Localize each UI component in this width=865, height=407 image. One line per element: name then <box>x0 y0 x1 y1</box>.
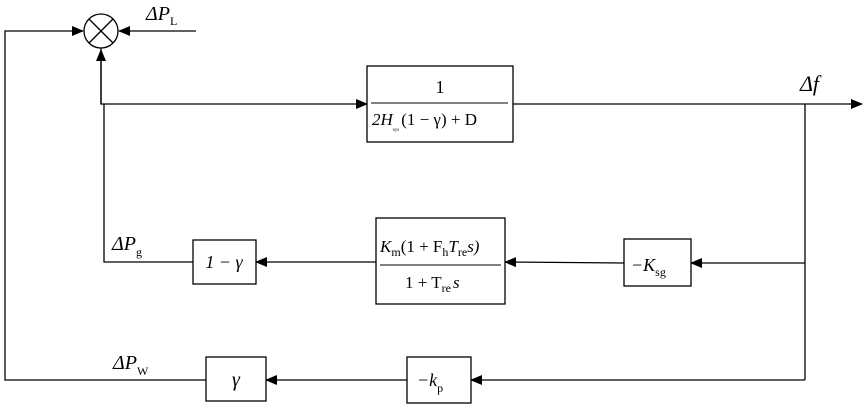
thermal-share-block <box>192 239 257 285</box>
wind-share-label: γ <box>232 369 241 391</box>
wind-power-label: ΔPW <box>112 352 149 378</box>
system-denominator: 2Hsys(1 − γ) + D <box>372 110 477 133</box>
load-disturbance-label: ΔPL <box>145 3 177 28</box>
junction-to-system-wire <box>100 48 368 109</box>
summing-junction <box>83 13 119 49</box>
kp-gain-label: −kp <box>417 370 443 395</box>
wind-feedback-wire <box>4 26 206 381</box>
turbine-transfer-block <box>375 217 506 305</box>
ksg-to-turbine-wire <box>504 257 625 268</box>
governor-power-label: ΔPg <box>111 233 142 259</box>
thermal-share-label: 1 − γ <box>205 252 243 272</box>
wind-share-block <box>205 356 267 402</box>
frequency-output-label: Δf <box>799 71 822 96</box>
ksg-gain-block <box>623 238 692 287</box>
ksg-gain-label: −Ksg <box>631 255 666 279</box>
system-numerator: 1 <box>436 77 445 97</box>
governor-feedback-wire <box>101 50 193 263</box>
kp-gain-block <box>406 356 472 404</box>
system-dynamics-block <box>366 65 514 143</box>
turbine-numerator: Km(1 + FhTres) <box>379 237 480 259</box>
